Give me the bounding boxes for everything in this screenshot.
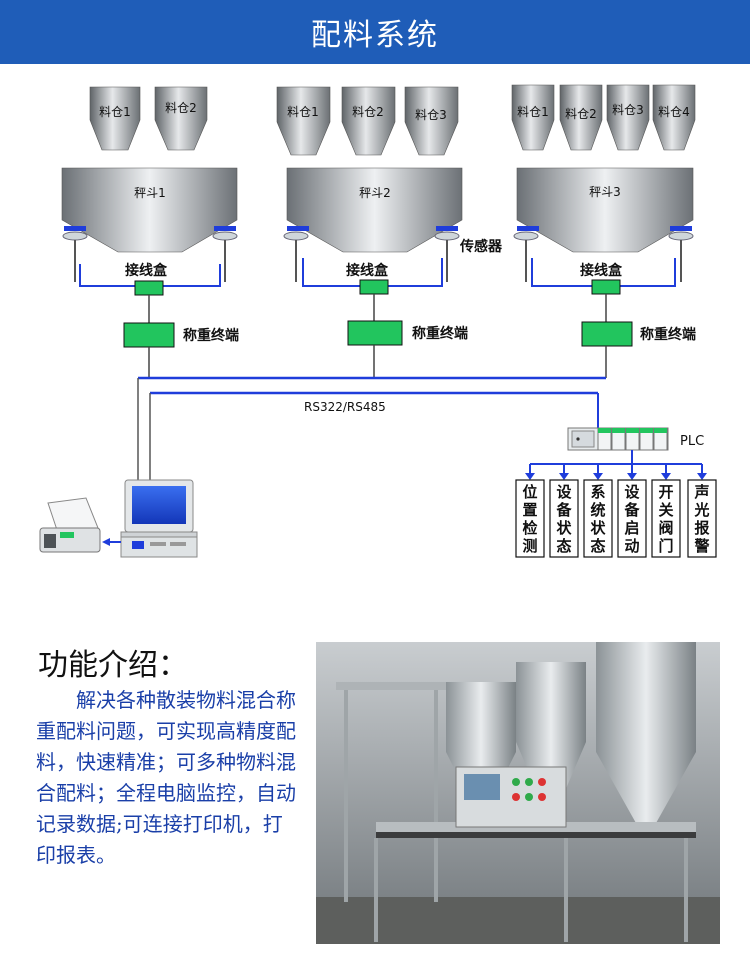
bin-3-4: 料仓4 (652, 84, 696, 151)
bin-label: 料仓1 (287, 105, 319, 119)
bin-2-3: 料仓3 (404, 86, 459, 156)
bin-label: 料仓2 (352, 105, 384, 119)
weighing-terminal (123, 322, 175, 348)
weighing-terminal (581, 321, 633, 347)
weighing-terminal-label: 称重终端 (183, 327, 239, 344)
hopper-label: 秤斗2 (359, 186, 391, 200)
printer (39, 497, 121, 553)
load-cells-1 (62, 226, 238, 282)
junction-box-label: 接线盒 (125, 262, 168, 279)
output-device-status: 设备状态 (549, 479, 579, 558)
hopper-2: 秤斗2 (286, 167, 463, 253)
bin-label: 料仓1 (99, 105, 131, 119)
bin-1-1: 料仓1 (89, 86, 141, 151)
communication-bus: RS322/RS485 (137, 345, 607, 480)
group-3: 料仓1 料仓2 料仓3 料仓4 秤斗3 接线盒 称重终端 (511, 84, 696, 347)
load-cells-2 (283, 226, 460, 282)
hopper-label: 秤斗3 (589, 185, 621, 199)
output-label: 设备状态 (555, 483, 572, 555)
output-label: 系统状态 (590, 483, 606, 555)
output-label: 设备启动 (623, 483, 640, 555)
bus-protocol-label: RS322/RS485 (304, 400, 386, 414)
bin-3-3: 料仓3 (606, 84, 650, 151)
junction-box (134, 280, 164, 296)
sensor-label: 传感器 (459, 238, 503, 255)
page-banner: 配料系统 (0, 0, 750, 64)
weighing-terminal-label: 称重终端 (640, 326, 696, 343)
equipment-photo (316, 642, 720, 944)
batching-system-diagram: 料仓1 料仓2 秤斗1 接线盒 称重终端 料仓1 料仓 (39, 84, 717, 558)
junction-box-label: 接线盒 (580, 262, 623, 279)
bin-1-2: 料仓2 (154, 86, 208, 151)
page-title: 配料系统 (311, 18, 439, 53)
group-2: 料仓1 料仓2 料仓3 秤斗2 传感器 接线盒 称重终端 (276, 86, 503, 346)
bin-label: 料仓3 (612, 103, 644, 117)
bin-label: 料仓2 (165, 101, 197, 115)
junction-box-label: 接线盒 (346, 262, 389, 279)
output-alarm: 声光报警 (687, 479, 717, 558)
bin-label: 料仓1 (517, 105, 549, 119)
weighing-terminal-label: 称重终端 (412, 325, 468, 342)
output-label: 位置检测 (522, 483, 537, 555)
bin-2-2: 料仓2 (341, 86, 396, 156)
bin-label: 料仓4 (658, 105, 690, 119)
hopper-label: 秤斗1 (134, 186, 166, 200)
features-description: 解决各种散装物料混合称重配料问题，可实现高精度配料，快速精准；可多种物料混合配料… (36, 688, 296, 867)
load-cells-3 (513, 226, 694, 282)
output-label: 开关阀门 (658, 483, 673, 555)
output-valve-switch: 开关阀门 (651, 479, 681, 558)
output-system-status: 系统状态 (583, 479, 613, 558)
bin-label: 料仓2 (565, 107, 597, 121)
output-device-start: 设备启动 (617, 479, 647, 558)
output-position-detect: 位置检测 (515, 479, 545, 558)
computer (120, 479, 198, 558)
bin-3-2: 料仓2 (559, 84, 603, 151)
hopper-1: 秤斗1 (61, 167, 238, 253)
junction-box (591, 279, 621, 295)
hopper-3: 秤斗3 (516, 167, 694, 253)
plc: PLC (567, 427, 704, 451)
plc-outputs: 位置检测 设备状态 系统状态 设备启动 开关阀门 声光报警 (515, 450, 717, 558)
plc-label: PLC (680, 434, 704, 449)
output-label: 声光报警 (693, 483, 709, 555)
junction-box (359, 279, 389, 295)
bin-label: 料仓3 (415, 108, 447, 122)
bin-2-1: 料仓1 (276, 86, 331, 156)
bin-3-1: 料仓1 (511, 84, 555, 151)
group-1: 料仓1 料仓2 秤斗1 接线盒 称重终端 (61, 86, 239, 348)
features-title: 功能介绍： (38, 648, 188, 683)
weighing-terminal (347, 320, 403, 346)
